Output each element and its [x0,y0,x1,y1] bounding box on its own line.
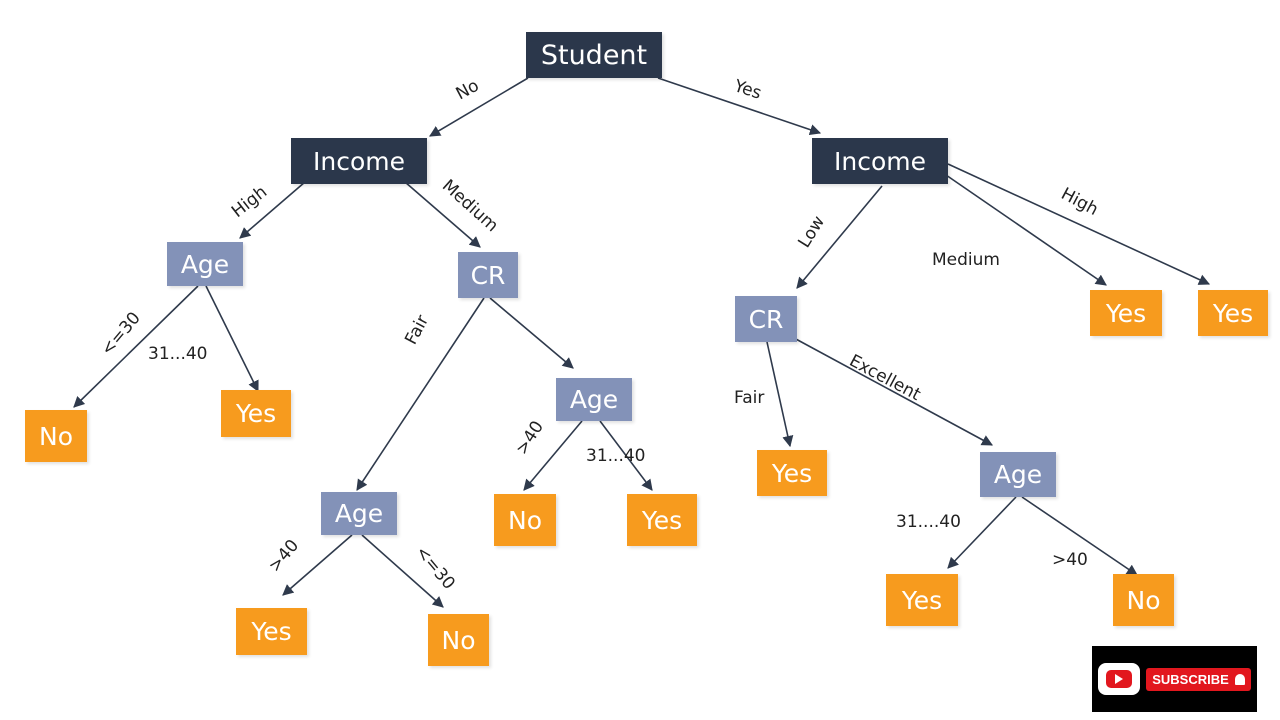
leaf-yes-31-40-mid: Yes [627,494,697,546]
node-income-right: Income [812,138,948,184]
edge-age-31-40 [205,285,259,393]
edge-age-gt40-r [1021,496,1138,576]
leaf-yes-high: Yes [1198,290,1268,336]
edge-cr-fair [356,297,485,491]
edge-cr-excellent-r [793,337,993,446]
edge-student-no [429,77,529,137]
node-income-left: Income [291,138,427,184]
edge-age-gt40-m [523,420,583,491]
subscribe-badge[interactable]: SUBSCRIBE [1092,646,1257,712]
edge-label-fair-right: Fair [734,388,765,408]
youtube-icon [1098,663,1141,695]
leaf-no-le30-fair: No [428,614,489,666]
edge-cr-excellent-l [489,297,574,369]
edge-income-low [796,185,883,289]
node-cr-medium: CR [458,252,518,298]
edge-cr-fair-r [766,341,794,448]
edge-income-high-r [947,163,1211,285]
leaf-yes-medium: Yes [1090,290,1162,336]
edge-label-gt40-3: >40 [1052,550,1088,570]
node-age-excellent-left: Age [556,378,632,421]
node-age-excellent-right: Age [980,452,1056,497]
leaf-yes-fair-right: Yes [757,450,827,496]
edge-label-31-40-1: 31...40 [148,344,208,364]
bell-icon [1234,673,1245,685]
edge-age-31-40-m [599,420,653,491]
leaf-yes-31-40: Yes [221,390,291,437]
edge-age-le30-l [361,534,444,608]
subscribe-label: SUBSCRIBE [1146,667,1251,691]
leaf-no-le30: No [25,410,87,462]
edge-age-le30 [73,285,199,408]
edge-label-31-40-2: 31...40 [586,446,646,466]
leaf-no-gt40-mid: No [494,494,556,546]
node-cr-low: CR [735,296,797,342]
edge-income-medium [404,181,481,248]
edge-label-medium-right: Medium [932,250,1000,270]
edge-age-31-40-r [947,496,1017,569]
node-student: Student [526,32,662,78]
node-age-high: Age [167,242,243,286]
leaf-no-gt40-right: No [1113,574,1174,626]
leaf-yes-gt40-fair: Yes [236,608,307,655]
edge-student-yes [657,77,822,136]
edge-label-31-40-3: 31....40 [896,512,961,532]
leaf-yes-31-40-right: Yes [886,574,958,626]
edge-income-medium-r [945,174,1107,286]
edge-income-high [239,181,306,239]
node-age-fair: Age [321,492,397,535]
edge-age-gt40-l [282,534,353,596]
